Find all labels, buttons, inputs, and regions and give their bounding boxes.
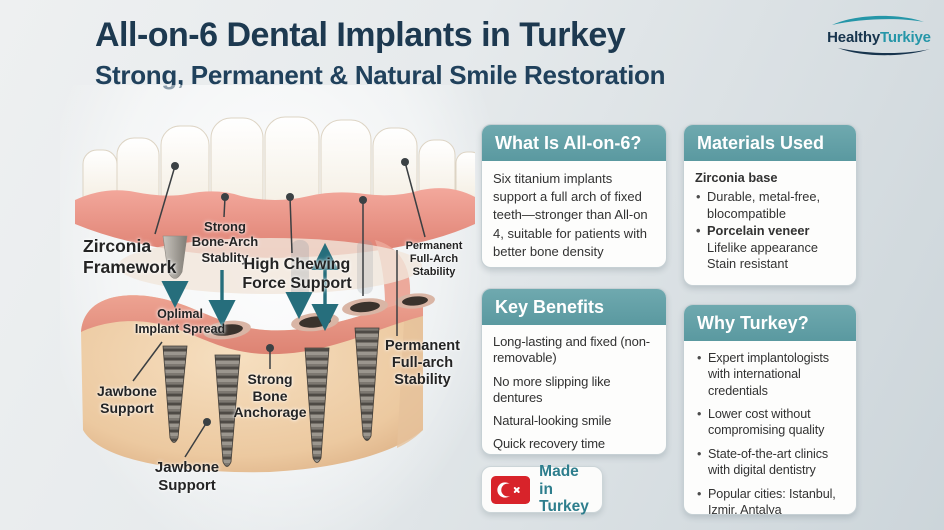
page-title: All-on-6 Dental Implants in Turkey <box>95 16 626 54</box>
flag-star-icon <box>513 486 520 493</box>
materials-bullet-2-line1: Lifelike appearance <box>707 239 818 255</box>
why-item: Expert implantologists with internationa… <box>695 350 845 399</box>
card-materials-used: Materials Used Zirconia base Durable, me… <box>683 124 857 286</box>
materials-bullet-2: Porcelain veneer <box>695 223 845 240</box>
label-permanent-full-arch-large: Permanent Full-arch Stability <box>385 338 460 389</box>
hidden-post <box>291 240 309 300</box>
card-why-turkey: Why Turkey? Expert implantologists with … <box>683 304 857 515</box>
leader-lines <box>132 161 426 458</box>
brand-logo: HealthyTurkiye <box>818 10 940 62</box>
turkey-flag-icon <box>491 475 531 504</box>
made-in-turkey-badge: Made in Turkey <box>481 463 603 516</box>
logo-word-turkiye: Turkiye <box>879 29 931 46</box>
card-materials-title: Materials Used <box>684 125 856 161</box>
materials-bullet-1: Durable, metal-free, blocompatible <box>695 189 845 223</box>
label-bone-arch-stability: Strong Bone-Arch Stablity <box>191 219 259 265</box>
why-item: Popular cities: Istanbul, Izmir, Antalya <box>695 486 845 514</box>
materials-bullet-2-line2: Stain resistant <box>707 256 789 272</box>
card-why-title: Why Turkey? <box>684 305 856 341</box>
card-key-benefits: Key Benefits Long-lasting and fixed (non… <box>481 288 667 455</box>
card-what-body: Six titanium implants support a full arc… <box>493 171 648 259</box>
benefit-item: Quick recovery time <box>493 436 606 452</box>
implant-screws <box>162 327 380 467</box>
teal-arrows <box>161 242 339 332</box>
benefit-item: Natural-looking smile <box>493 413 612 428</box>
label-strong-bone-anchorage: Strong Bone Anchorage <box>233 371 307 421</box>
materials-subheading: Zirconia base <box>695 170 778 185</box>
label-high-chewing-force: High Chewing Force Support <box>242 256 352 292</box>
label-zirconia-framework: Zirconia Framework <box>83 236 177 277</box>
card-what-title: What Is All-on-6? <box>482 125 666 161</box>
made-in-turkey-text: Made in Turkey <box>539 463 589 516</box>
why-item: Lower cost without compromising quality <box>695 406 845 439</box>
label-optimal-implant-spread: Oplimal Implant Spread <box>134 307 226 336</box>
why-item: State-of-the-art clinics with digital de… <box>695 446 845 479</box>
zirconia-abutment <box>162 235 188 279</box>
benefit-item: No more slipping like dentures <box>493 373 611 405</box>
label-jawbone-support-upper: Jawbone Support <box>97 383 157 416</box>
logo-wordmark: HealthyTurkiye <box>818 29 940 46</box>
logo-word-healthy: Healthy <box>827 29 880 46</box>
card-benefits-title: Key Benefits <box>482 289 666 325</box>
implant-diagram-art <box>75 116 475 473</box>
benefit-item: Long-lasting and fixed (non-removable) <box>493 334 650 366</box>
jawbone-edge <box>397 298 423 448</box>
logo-swoosh-icon <box>832 15 930 56</box>
card-what-is-all-on-6: What Is All-on-6? Six titanium implants … <box>481 124 667 268</box>
label-permanent-full-arch-small: Permanent Full-Arch Stability <box>405 240 463 278</box>
implant-illustration: Zirconia Framework Strong Bone-Arch Stab… <box>60 85 490 530</box>
framework-shadow <box>118 238 422 294</box>
leader-dots <box>171 158 409 426</box>
bone-gum-ridge <box>81 295 423 355</box>
label-jawbone-support-lower: Jawbone Support <box>154 459 220 494</box>
hidden-post <box>357 240 373 294</box>
